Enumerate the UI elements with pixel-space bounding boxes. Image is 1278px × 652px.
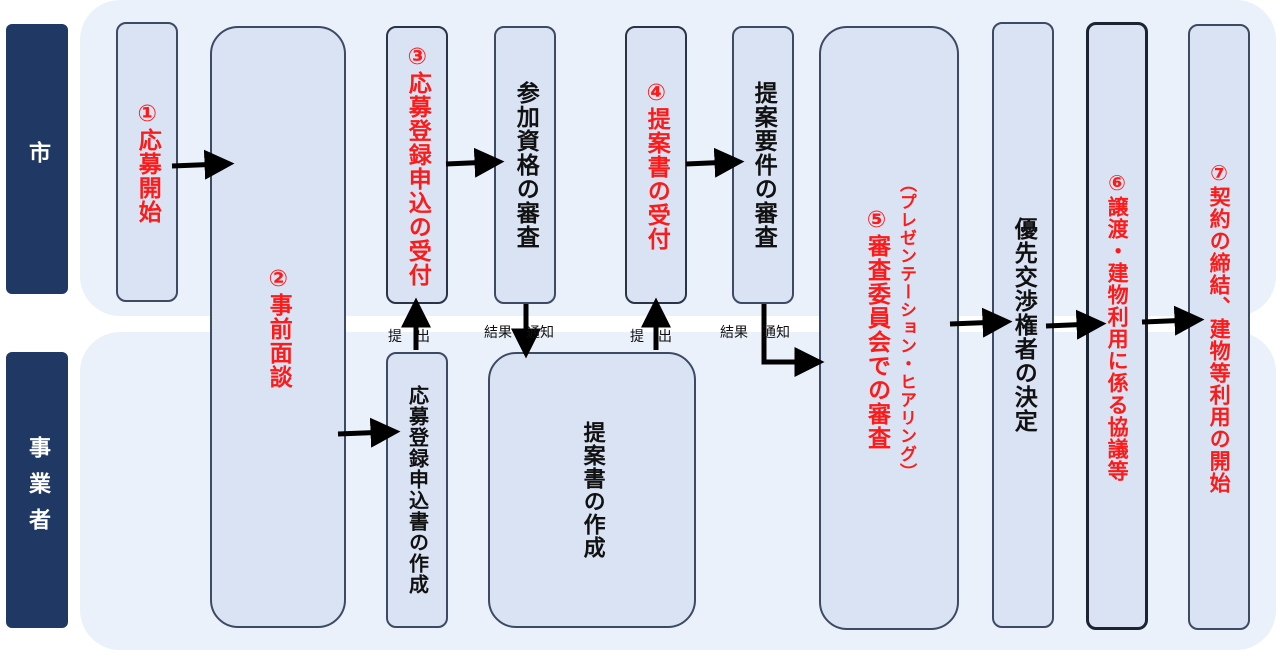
arrow-4-to-4b	[685, 147, 745, 178]
submit-label-2: 提 出	[630, 329, 672, 345]
step-5-box: （プレゼンテーション・ヒアリング） ⑤審査委員会での審査	[819, 26, 959, 630]
notify-label-2: 結果 通知	[720, 325, 790, 341]
arrow-5b-to-6	[1045, 309, 1107, 340]
submit-label-1: 提 出	[388, 329, 430, 345]
arrow-6-to-7	[1141, 305, 1205, 336]
application-form-text: 応募登録申込書の作成	[405, 385, 430, 595]
lane-label-business-text: 事業者	[25, 436, 50, 544]
arrow-2-to-biz1	[337, 417, 401, 448]
step-6-text: ⑥譲渡・建物利用に係る協議等	[1105, 170, 1130, 482]
arrow-1-to-2	[171, 149, 235, 180]
notify-label-1: 結果 通知	[484, 325, 554, 341]
step-7-text: ⑦契約の締結、建物等利用の開始	[1207, 160, 1232, 494]
step-2-text: ②事前面談	[265, 265, 292, 389]
requirement-review-box: 提案要件の審査	[732, 26, 794, 304]
lane-label-business: 事業者	[6, 352, 68, 628]
step-6-box: ⑥譲渡・建物利用に係る協議等	[1086, 22, 1148, 630]
step-4-text: ④提案書の受付	[643, 79, 670, 251]
step-3-text: ③応募登録申込の受付	[404, 43, 431, 287]
arrow-3-to-3b	[445, 147, 505, 178]
qualification-review-text: 参加資格の審査	[512, 81, 539, 249]
proposal-creation-box: 提案書の作成	[488, 352, 696, 628]
lane-label-city: 市	[6, 24, 68, 294]
qualification-review-box: 参加資格の審査	[494, 26, 556, 304]
arrow-5-to-5b	[949, 307, 1013, 338]
priority-negotiator-text: 優先交渉権者の決定	[1010, 217, 1037, 433]
proposal-creation-text: 提案書の作成	[579, 421, 605, 559]
lane-label-city-text: 市	[25, 141, 50, 177]
step-5-text: ⑤審査委員会での審査	[863, 206, 890, 450]
step-5-subtitle: （プレゼンテーション・ヒアリング）	[895, 175, 916, 481]
requirement-review-text: 提案要件の審査	[750, 81, 777, 249]
step-1-text: ①応募開始	[134, 100, 161, 224]
step-1-box: ①応募開始	[116, 22, 178, 302]
step-4-box: ④提案書の受付	[625, 26, 687, 304]
arrow-notify-2	[761, 304, 825, 377]
step-3-box: ③応募登録申込の受付	[386, 26, 448, 304]
application-form-box: 応募登録申込書の作成	[386, 352, 448, 628]
step-2-box: ②事前面談	[210, 26, 346, 628]
